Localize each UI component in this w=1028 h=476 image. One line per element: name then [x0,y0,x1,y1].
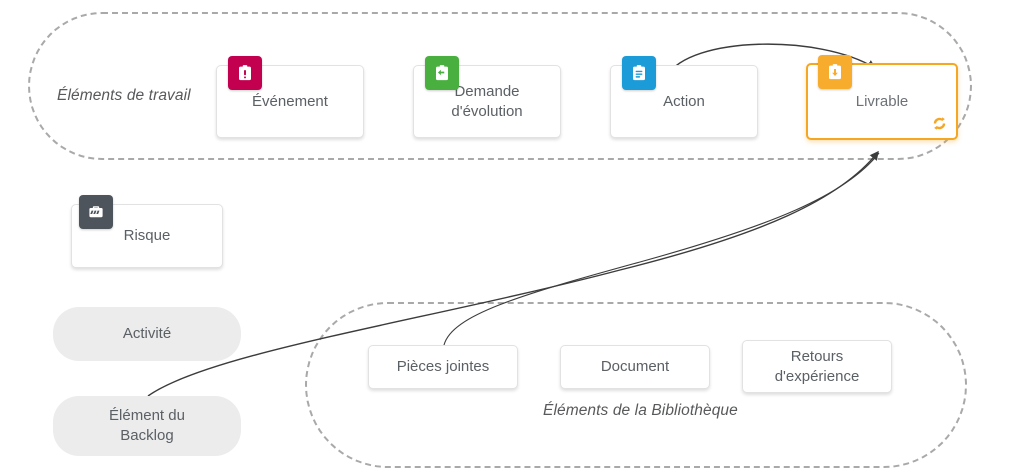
clipboard-down-arrow-icon [818,55,852,89]
card-evenement-label: Événement [252,92,328,110]
card-retours-experience[interactable]: Retours d'expérience [742,340,892,393]
pill-element-du-backlog[interactable]: Élément du Backlog [53,396,241,456]
card-demande-evolution-label-line1: Demande [454,82,520,100]
card-risque[interactable]: Risque [71,204,223,268]
card-pieces-jointes-label: Pièces jointes [396,358,490,376]
card-demande-evolution-label: Demande d'évolution [422,82,552,122]
pill-element-du-backlog-label-line1: Élément du [109,407,185,425]
card-pieces-jointes[interactable]: Pièces jointes [368,345,518,389]
group-work-items-label: Éléments de travail [57,87,191,104]
pill-element-du-backlog-label-line2: Backlog [120,427,174,444]
pill-activite[interactable]: Activité [53,307,241,361]
card-action-label: Action [663,92,705,110]
sync-refresh-icon [929,113,949,133]
pill-activite-label: Activité [122,325,172,343]
group-library-items-label: Éléments de la Bibliothèque [543,402,738,419]
clipboard-left-arrow-icon [425,56,459,90]
pill-element-du-backlog-label: Élément du Backlog [109,406,185,446]
card-risque-label: Risque [123,227,171,245]
clipboard-lines-icon [622,56,656,90]
card-retours-experience-label-line1: Retours [790,347,844,365]
card-livrable-label: Livrable [855,92,909,110]
clipboard-alert-icon [228,56,262,90]
card-document[interactable]: Document [560,345,710,389]
card-demande-evolution-label-line2: d'évolution [451,102,523,120]
card-document-label: Document [600,358,670,376]
card-retours-experience-label-line2: d'expérience [774,367,860,385]
card-retours-experience-label: Retours d'expérience [751,347,883,387]
briefcase-icon [79,195,113,229]
